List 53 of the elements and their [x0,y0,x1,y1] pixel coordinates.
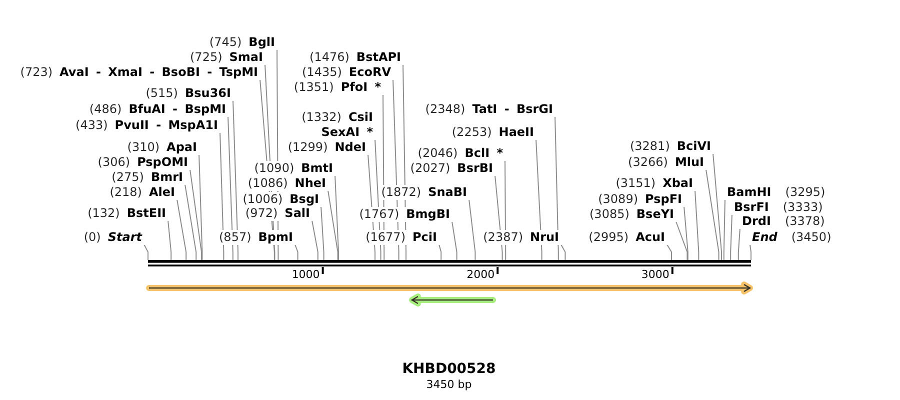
site-label: (1086) NheI [246,176,329,190]
site-label: (2046) BclI * [416,146,506,160]
ruler-label: 3000 [641,268,670,281]
leader-line [554,116,559,260]
site-label: (857) BpmI [217,230,296,244]
leader-line [750,244,752,260]
leader-line [294,244,298,260]
leader-line [694,190,700,260]
sequence-end-label: End (3450) [749,230,834,244]
leader-line [320,206,324,260]
leader-line [184,184,197,260]
site-label: (2995) AcuI [586,230,668,244]
site-label: (275) BmrI [110,170,186,184]
leader-line [328,190,338,260]
site-label: (3085) BseYI [588,206,677,222]
leader-line [176,199,187,260]
leader-line [198,154,203,260]
leader-line [468,199,476,260]
site-label: (1767) BmgBI [357,206,453,222]
leader-line [706,169,720,260]
ruler-label: 2000 [466,268,495,281]
sequence-length: 3450 bp [426,378,472,391]
site-label: (2387) NruI [481,230,562,244]
leader-line [438,244,442,260]
leader-line [712,153,722,260]
leader-line [190,169,202,260]
leader-line [730,214,732,260]
leader-line [536,139,542,260]
site-label: (306) PspOMI [96,154,191,170]
site-label: (1435) EcoRV [300,64,394,80]
dna-backbone [148,260,751,267]
leader-line [144,244,148,260]
leader-line [312,220,318,260]
leader-line [168,220,172,260]
site-label: (1332) CsiI SexAI * [300,110,376,140]
leader-line [452,221,458,260]
leader-line [676,221,688,260]
site-label: (3266) MluI [626,154,707,170]
leader-line [334,175,339,260]
sequence-end-label: (0) Start [82,230,145,244]
leader-line [232,100,238,260]
leader-line [666,244,672,260]
site-label: (218) AleI [108,184,178,200]
leader-line [220,132,224,260]
leader-line [228,116,234,260]
leader-line [723,199,726,260]
leader-line [738,228,740,260]
map-title: KHBD00528 [402,361,496,378]
site-label: (1351) PfoI * [292,80,384,94]
leader-line [684,206,688,260]
site-label: (1677) PciI [364,230,440,244]
ruler-label: 1000 [292,268,320,281]
leader-line [560,244,566,260]
